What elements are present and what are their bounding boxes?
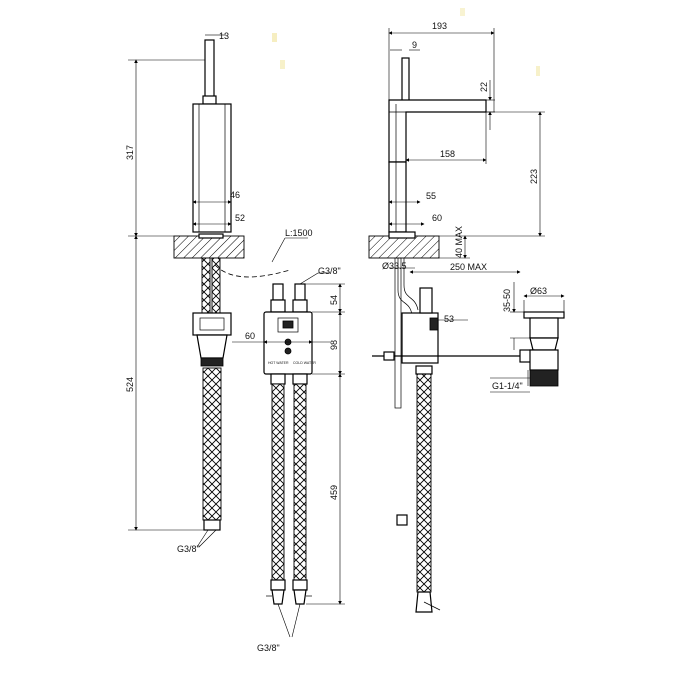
dim-height-above-deck: 317 xyxy=(125,145,135,160)
dim-hose-length: 524 xyxy=(125,377,135,392)
dim-spout-diameter: 13 xyxy=(219,31,229,41)
dim-spout-height: 223 xyxy=(529,169,539,184)
front-view xyxy=(173,39,245,531)
dim-hose-length-box: 459 xyxy=(329,485,339,500)
control-box-view: L:1500 G3/8" HOT WATER COLD WATER xyxy=(214,228,341,605)
side-view xyxy=(368,57,520,613)
dim-body-width: 46 xyxy=(230,190,240,200)
side-dimensions: 193 9 22 158 223 55 60 40 MAX Ø33.5 250 … xyxy=(382,21,545,324)
dim-base-depth: 60 xyxy=(432,213,442,223)
cable-length: L:1500 xyxy=(285,228,313,238)
dim-spout-projection: 158 xyxy=(440,149,455,159)
inlet-thread: G3/8" xyxy=(318,266,341,276)
dim-lever-diameter: 9 xyxy=(412,40,417,50)
front-hose-thread: G3/8" xyxy=(177,544,200,554)
dim-side-box: 53 xyxy=(444,314,454,324)
scan-artifacts xyxy=(272,8,540,76)
dim-box-width: 60 xyxy=(245,331,255,341)
front-dimensions: 13 317 46 52 524 G3/8" xyxy=(125,31,245,554)
dim-flange-diameter: Ø63 xyxy=(530,286,547,296)
control-box-dimensions: 54 60 98 459 G3/8" xyxy=(232,283,345,653)
dim-hole-diameter: Ø33.5 xyxy=(382,261,407,271)
label-hot: HOT WATER xyxy=(268,361,289,365)
waste-view xyxy=(519,311,565,387)
dim-inlet-height: 54 xyxy=(329,295,339,305)
dim-reach: 193 xyxy=(432,21,447,31)
waste-thread: G1-1/4" xyxy=(492,381,523,391)
dim-flange-range: 35-50 xyxy=(502,289,512,312)
label-cold: COLD WATER xyxy=(293,361,316,365)
dim-base-width: 52 xyxy=(235,213,245,223)
dim-lever-height: 22 xyxy=(479,82,489,92)
outlet-thread: G3/8" xyxy=(257,643,280,653)
dim-body-depth: 55 xyxy=(426,191,436,201)
dim-box-height: 98 xyxy=(329,340,339,350)
waste-dimensions: Ø63 35-50 G1-1/4" xyxy=(490,282,565,393)
dim-deck-thickness: 40 MAX xyxy=(454,226,464,258)
dim-rod-length: 250 MAX xyxy=(450,262,487,272)
